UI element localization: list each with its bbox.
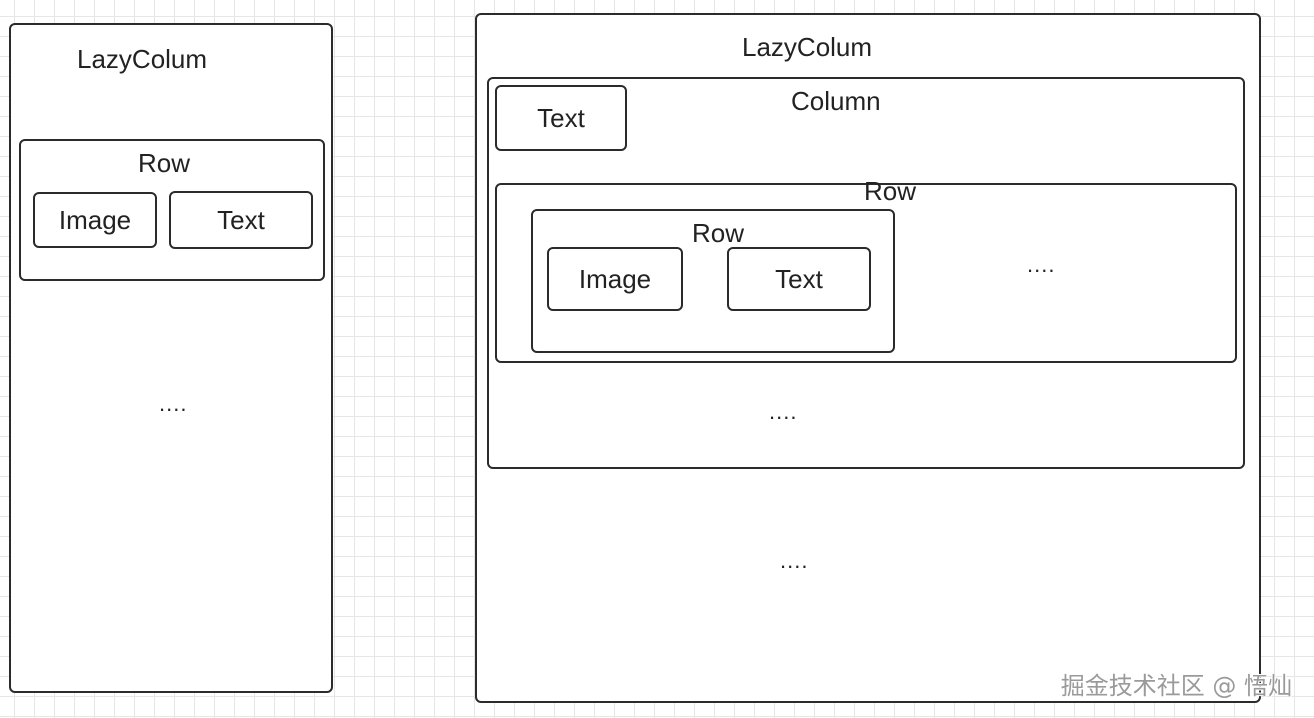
left-lazycolumn-box (9, 23, 333, 693)
left-image-box: Image (33, 192, 157, 248)
column-ellipsis: .... (769, 399, 798, 424)
column-text-label: Text (537, 103, 585, 133)
inner-row-label: Row (692, 218, 745, 248)
left-image-label: Image (58, 205, 132, 235)
column-label: Column (791, 86, 881, 116)
outer-row-ellipsis: .... (1027, 252, 1056, 277)
left-ellipsis: .... (159, 391, 188, 416)
inner-text-box: Text (727, 247, 871, 311)
inner-image-box: Image (547, 247, 683, 311)
inner-image-label: Image (578, 264, 652, 294)
watermark: 掘金技术社区 @ 悟灿 (1060, 672, 1292, 700)
column-text-box: Text (495, 85, 627, 151)
lazycolumn-ellipsis: .... (780, 548, 809, 573)
inner-text-label: Text (775, 264, 823, 294)
right-lazycolumn-label: LazyColum (742, 32, 873, 62)
left-text-label: Text (217, 205, 265, 235)
left-text-box: Text (169, 191, 313, 249)
left-lazycolumn-label: LazyColum (77, 44, 208, 74)
outer-row-label: Row (864, 176, 917, 206)
left-row-label: Row (138, 148, 191, 178)
